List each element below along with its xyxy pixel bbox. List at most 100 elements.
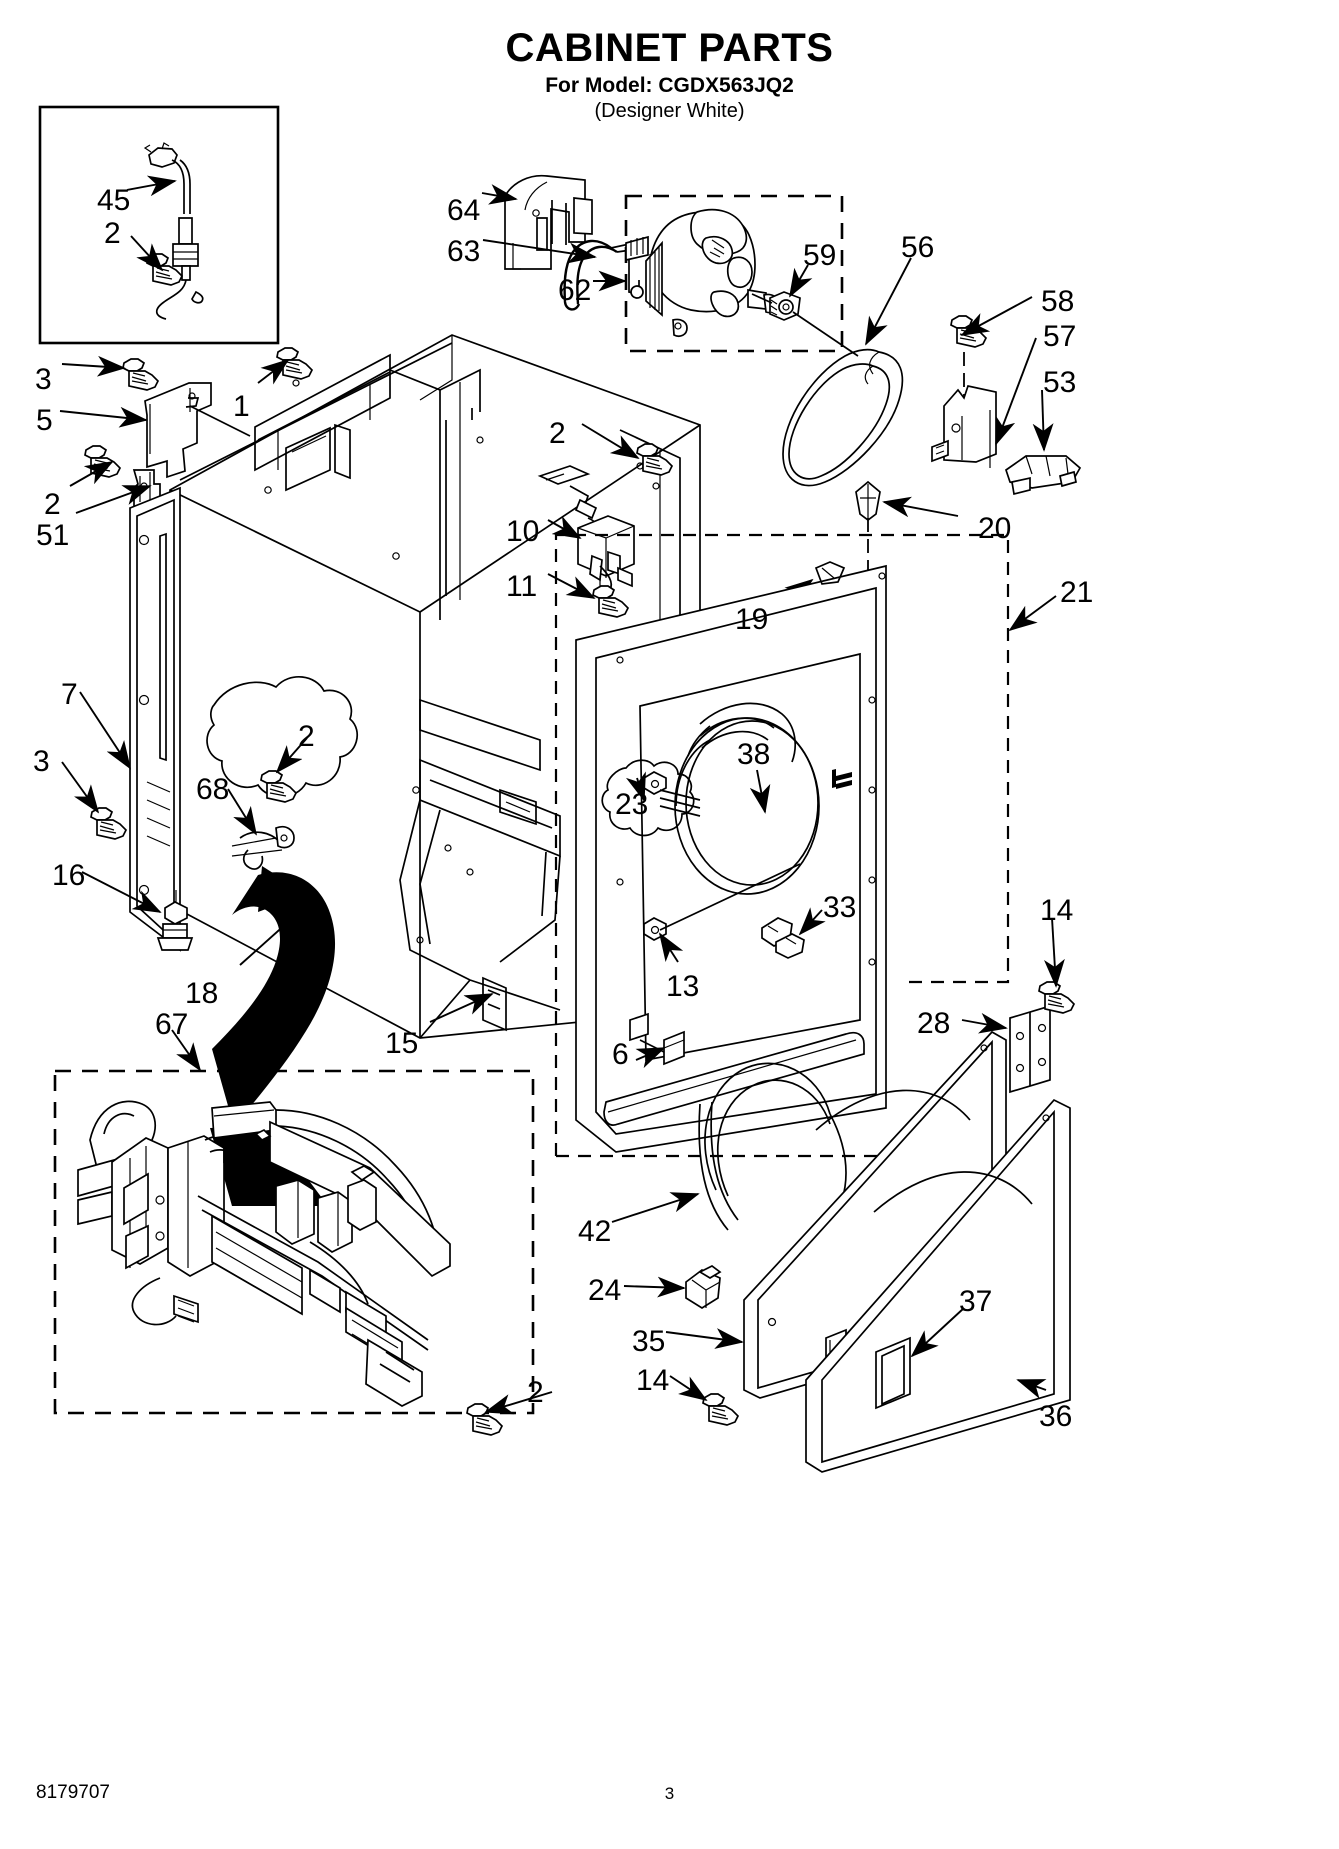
inset-thermistor-box (38, 105, 280, 345)
callout-11: 11 (506, 570, 538, 603)
callout-2-inset: 2 (104, 217, 121, 250)
detail-cloud-68 (206, 675, 359, 870)
callout-33: 33 (823, 891, 857, 924)
footer-part-number: 8179707 (36, 1782, 110, 1803)
screw-part-11 (592, 585, 629, 618)
clip-part-53 (1004, 455, 1082, 496)
leader-57 (995, 337, 1037, 446)
callout-20: 20 (978, 512, 1012, 545)
leader-7 (79, 691, 132, 770)
callout-2-cabinet-top: 2 (549, 417, 566, 450)
callout-56: 56 (901, 231, 935, 264)
leader-13-connector (659, 863, 801, 931)
leader-3-upper (61, 355, 126, 377)
swoosh-arrowhead (258, 866, 306, 912)
leader-21 (1008, 595, 1057, 632)
callout-23: 23 (615, 788, 649, 821)
callout-14-lower: 14 (636, 1364, 670, 1397)
leader-33 (798, 907, 826, 936)
footer-page-number: 3 (664, 1784, 675, 1803)
callout-15: 15 (385, 1027, 419, 1060)
callout-36: 36 (1039, 1400, 1073, 1433)
callout-2-side: 2 (298, 720, 315, 753)
bracket-part-57 (931, 385, 997, 468)
callout-24: 24 (588, 1274, 622, 1307)
callout-10: 10 (506, 515, 540, 548)
callout-5: 5 (36, 404, 53, 437)
callout-3-upper: 3 (35, 363, 52, 396)
callout-6: 6 (612, 1038, 629, 1071)
callout-45: 45 (97, 184, 131, 217)
callout-62: 62 (558, 274, 592, 307)
burner-assembly-part-67 (77, 1100, 451, 1407)
callout-13: 13 (666, 970, 700, 1003)
page-title: CABINET PARTS (505, 26, 834, 70)
leader-63 (482, 239, 597, 264)
leader-37 (910, 1307, 965, 1358)
leader-28 (961, 1012, 1008, 1034)
leader-58 (960, 296, 1033, 336)
leader-36 (1016, 1379, 1047, 1399)
callout-37: 37 (959, 1285, 993, 1318)
motor-shaft-line (751, 293, 773, 304)
leveling-leg-part-16 (156, 890, 194, 951)
callout-18: 18 (185, 977, 219, 1010)
leader-1 (257, 358, 290, 385)
door-gasket-part-42 (698, 1062, 847, 1231)
leader-38 (749, 769, 771, 814)
callout-53: 53 (1043, 366, 1077, 399)
plug-button-part-20 (855, 480, 881, 522)
front-panel (575, 561, 887, 1153)
side-panel-part-7 (129, 486, 181, 952)
leader-13 (658, 932, 684, 963)
callout-38: 38 (737, 738, 771, 771)
callout-58: 58 (1041, 285, 1075, 318)
callout-68: 68 (196, 773, 230, 806)
leader-35 (665, 1328, 744, 1349)
door-switch-part-10 (537, 465, 635, 591)
screw-part-2-cabinet-top (636, 443, 673, 476)
screw-part-14-upper (1038, 981, 1075, 1014)
screw-part-3-upper (122, 358, 159, 391)
callout-67: 67 (155, 1008, 189, 1041)
drive-motor-part-62 (625, 208, 779, 338)
model-label: For Model: CGDX563JQ2 (545, 74, 794, 97)
clip-part-33 (761, 917, 805, 959)
callout-3-lower: 3 (33, 745, 50, 778)
callout-35: 35 (632, 1325, 666, 1358)
swoosh-arrow (212, 872, 336, 1127)
outer-door-part-36 (805, 1098, 1071, 1473)
leader-2-inset (130, 235, 164, 272)
detail-cloud-23 (601, 759, 701, 837)
leader-6 (635, 1047, 666, 1069)
leader-24 (623, 1276, 686, 1298)
callout-21: 21 (1060, 576, 1094, 609)
screw-part-2-left (84, 445, 121, 478)
screw-part-3-lower (90, 807, 127, 840)
callout-42: 42 (578, 1215, 612, 1248)
callout-2-burner: 2 (527, 1376, 544, 1409)
drive-belt-part-56 (782, 348, 904, 487)
callout-16: 16 (52, 859, 86, 892)
leader-67 (171, 1029, 202, 1072)
leader-42 (611, 1192, 700, 1223)
callout-19: 19 (735, 603, 769, 636)
bracket-part-5 (144, 382, 251, 479)
screw-part-14-lower (702, 1393, 739, 1426)
leader-45 (126, 175, 177, 197)
color-label: (Designer White) (594, 100, 745, 122)
leader-16 (81, 871, 162, 913)
hinge-part-28 (1009, 1004, 1051, 1094)
callout-63: 63 (447, 235, 481, 268)
leader-20 (882, 496, 959, 518)
callout-57: 57 (1043, 320, 1077, 353)
callout-7: 7 (61, 678, 78, 711)
leader-2-burner (484, 1391, 553, 1415)
callout-2-left: 2 (44, 488, 61, 521)
leader-2-left (69, 461, 114, 487)
leader-3-lower (61, 761, 100, 814)
leader-68 (227, 788, 258, 836)
leader-53 (1032, 389, 1054, 452)
